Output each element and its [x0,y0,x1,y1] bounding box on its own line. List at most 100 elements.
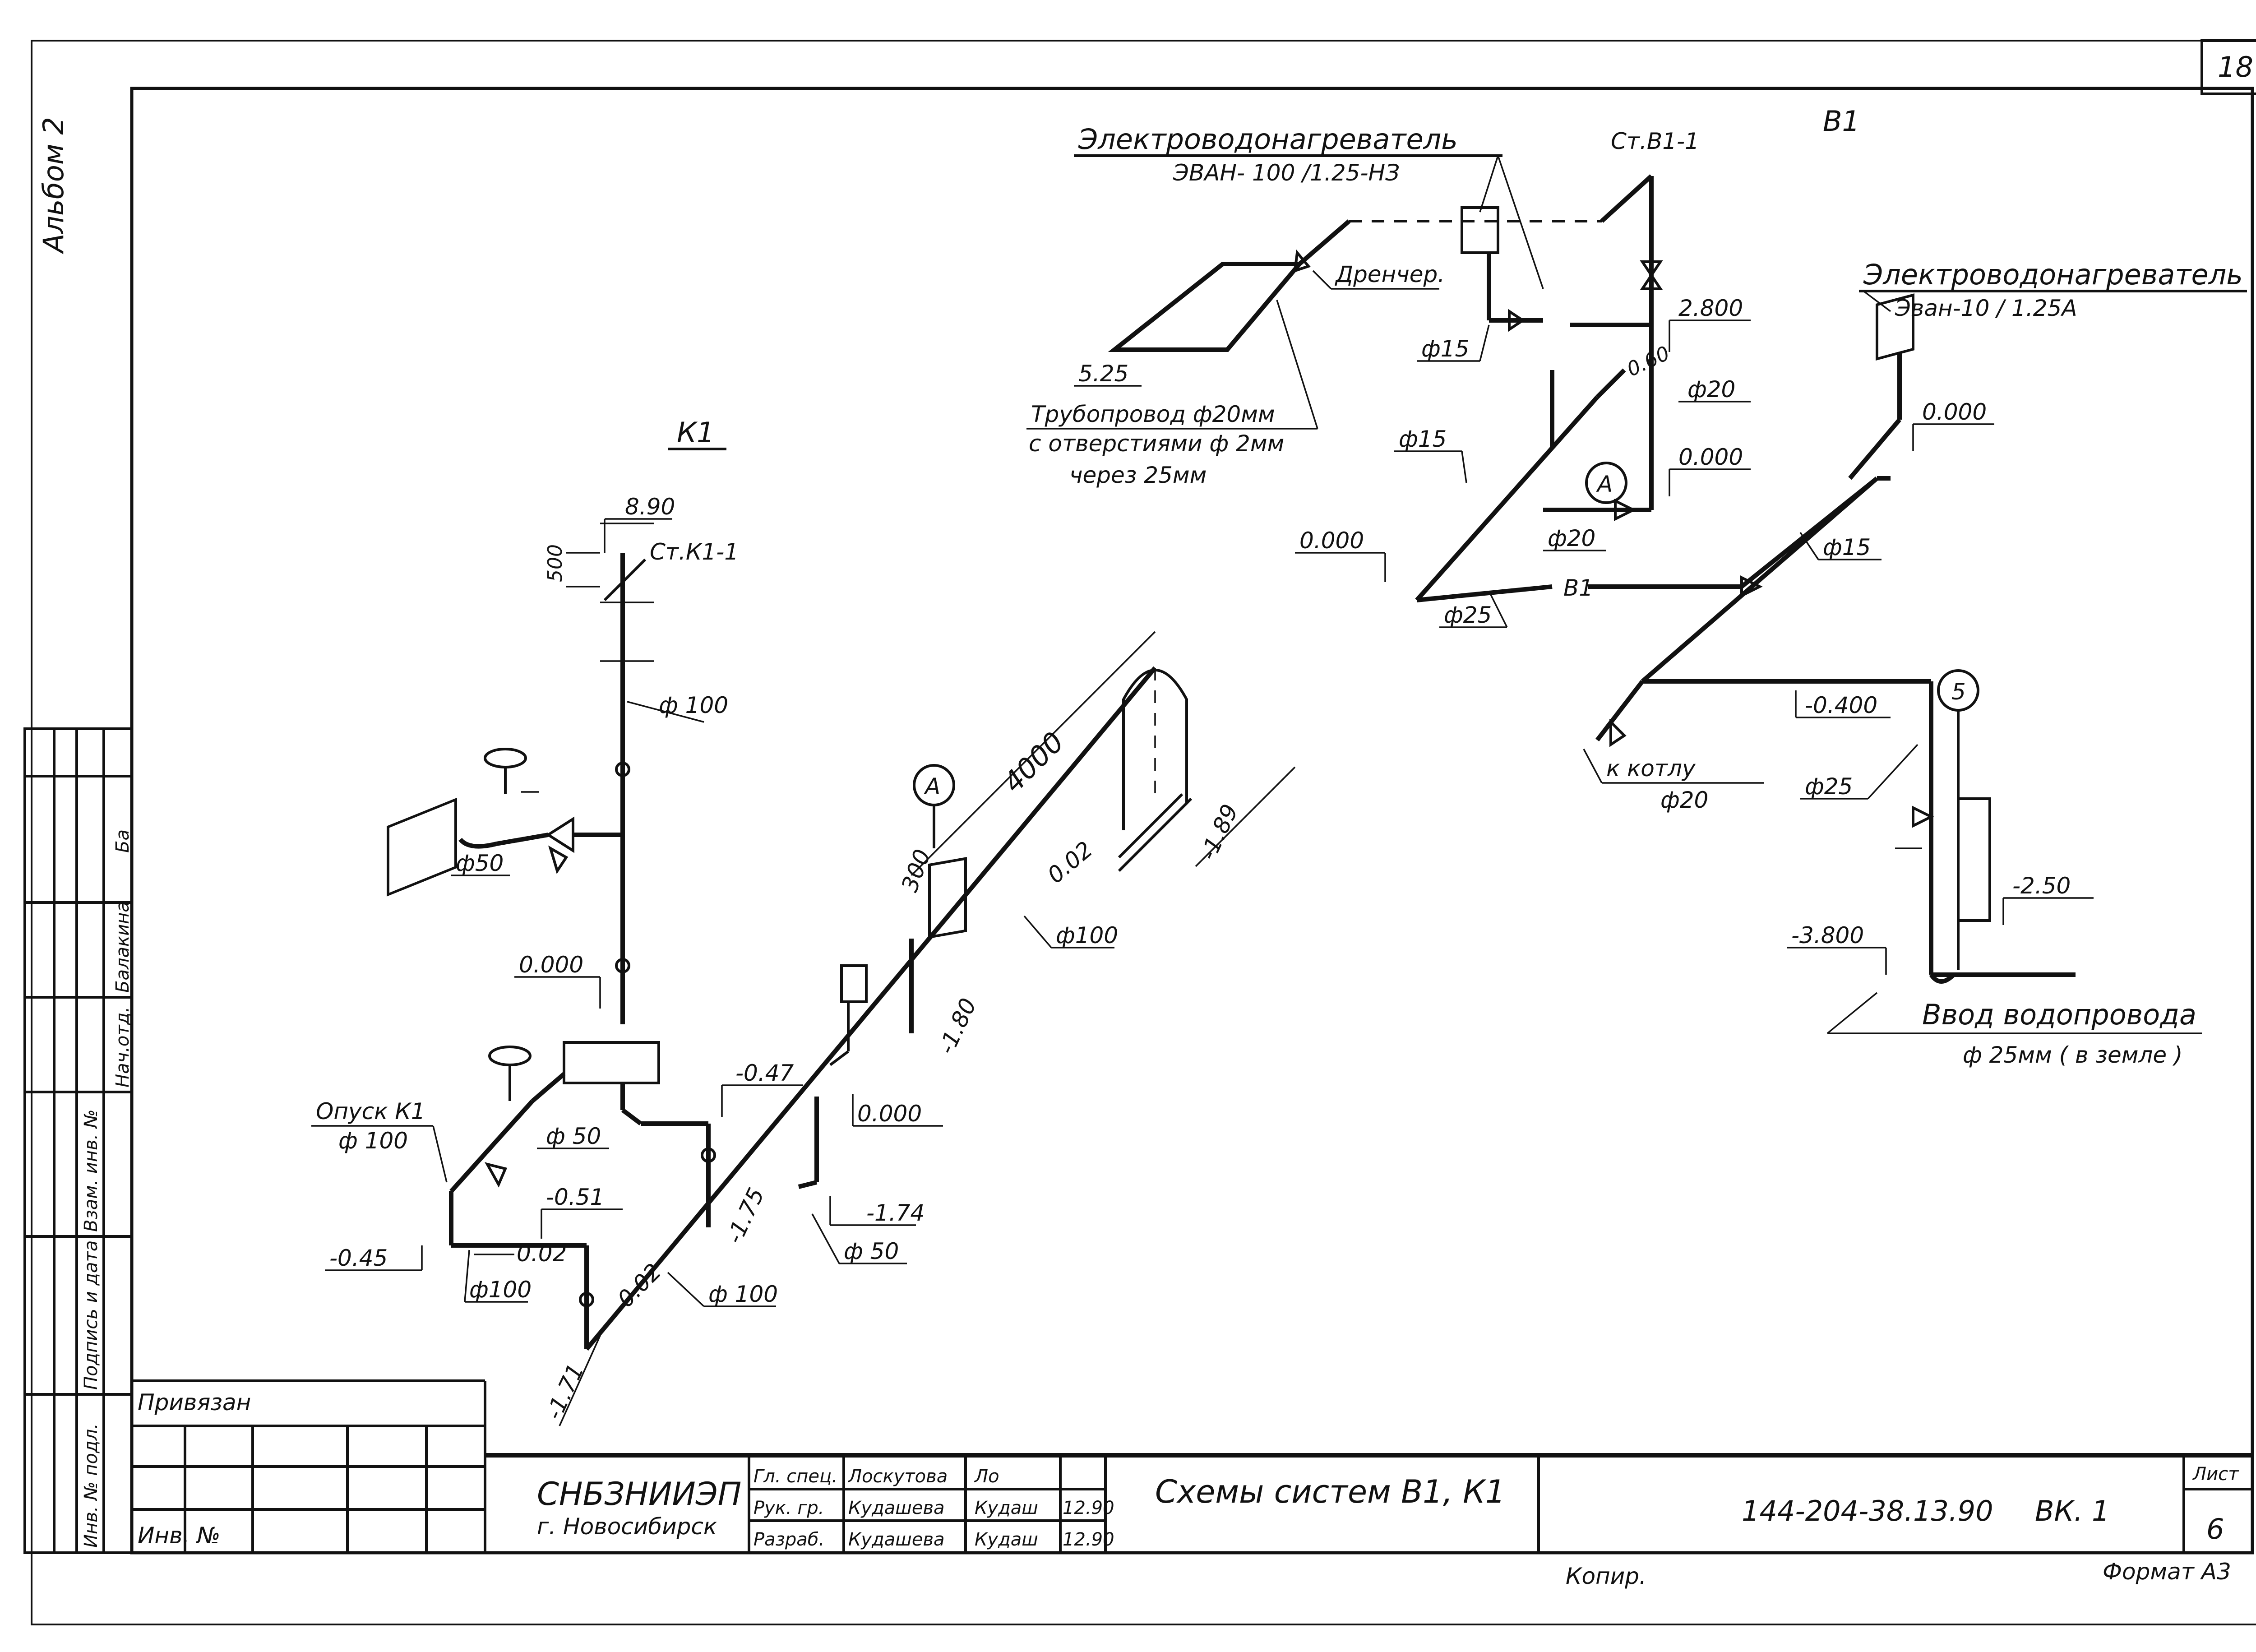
v1-pipe-note-2: с отверстиями ф 2мм [1029,430,1284,457]
v1-elev-2800: 2.800 [1678,295,1743,321]
v1-riser-label: Ст.В1-1 [1611,128,1699,154]
k1-elev-045: -0.45 [329,1245,388,1271]
v1-elev-0000-a: 0.000 [1678,444,1743,470]
v1-heater2-title: Электроводонагреватель [1863,258,2243,291]
k1-elev-180: -1.80 [933,994,981,1058]
album-label: Альбом 2 [37,117,70,255]
tb-role-1: Рук. гр. [754,1498,824,1518]
k1-d100-b: ф 100 [708,1281,778,1307]
v1-to-boiler-d: ф20 [1660,787,1708,813]
tb-sheet-no: 6 [2206,1513,2224,1546]
tb-sign-1: Кудаш [975,1498,1038,1518]
v1-d20-b: ф20 [1548,525,1595,551]
v1-to-boiler: к котлу [1606,755,1696,782]
page-number-box [2201,39,2256,95]
side-stamp-row-3: Нач.отд. [112,1007,133,1087]
tb-org: СНБЗНИИЭП [537,1476,741,1513]
outer-border [31,40,2256,1625]
format-label: Формат А3 [2103,1559,2231,1585]
k1-elev-051: -0.51 [546,1184,604,1210]
page-number: 18 [2218,51,2253,83]
v1-drencher: Дренчер. [1335,261,1445,287]
k1-d100-a: ф100 [469,1277,532,1303]
k1-elev-0000-a: 0.000 [519,952,583,978]
k1-dim-500: 500 [544,544,567,582]
v1-heater2-model: Эван-10 / 1.25А [1895,295,2077,321]
v1-pipe-note-3: через 25мм [1069,462,1207,488]
k1-title: К1 [677,416,714,449]
tb-inv: Инв. № [138,1522,220,1549]
k1-elev-189: -1.89 [1195,800,1243,864]
v1-heater1-box [1461,206,1499,254]
system-v1: В1 Ст.В1-1 Электроводонагреватель ЭВАН- … [1026,105,2247,1068]
k1-slope-002-a: 0.02 [517,1240,567,1267]
k1-d50-c: ф 50 [844,1238,899,1264]
side-stamp-row-4: Балакина [112,901,133,993]
v1-elev-0000-b: 0.000 [1299,528,1364,554]
k1-dim-4000: 4000 [997,725,1070,799]
tb-name-1: Кудашева [848,1498,945,1518]
k1-elev-0000-b: 0.000 [857,1101,922,1127]
k1-slope-002-c: 0.02 [1042,836,1098,888]
side-stamp-row-0: Инв. № подл. [81,1423,102,1548]
v1-d25-b: ф25 [1805,773,1853,800]
v1-pipe-note-1: Трубопровод ф20мм [1031,401,1275,427]
tb-mark: ВК. 1 [2035,1495,2109,1527]
tb-name-0: Лоскутова [847,1466,948,1487]
v1-heater1-title: Электроводонагреватель [1078,123,1458,156]
title-block: Привязан Инв. № СНБЗНИИЭП г. Новосибирск… [132,1379,2252,1589]
tb-date-2: 12.90 [1063,1529,1114,1550]
k1-node-a: А [924,773,940,800]
v1-elev-0400: -0.400 [1805,692,1877,718]
k1-elev-890: 8.90 [625,494,675,520]
v1-node-a: А [1596,471,1613,497]
v1-heater2-box [1876,293,1914,361]
side-stamp-row-1: Подпись и дата [81,1240,102,1390]
v1-heater1-model: ЭВАН- 100 /1.25-НЗ [1173,160,1400,186]
k1-receiver [563,1041,660,1084]
k1-d100-riser: ф 100 [659,692,728,718]
v1-inlet-title: Ввод водопровода [1922,998,2196,1031]
v1-drencher-ring [1108,262,1304,352]
k1-riser-label: Ст.К1-1 [650,539,739,565]
side-stamp: Инв. № подл. Подпись и дата Взам. инв. №… [23,727,133,1554]
v1-title: В1 [1823,105,1860,138]
v1-d15-b: ф15 [1399,426,1447,452]
tb-role-2: Разраб. [754,1529,824,1550]
v1-elev-0000-c: 0.000 [1922,399,1987,425]
tb-city: г. Новосибирск [537,1513,717,1540]
k1-d100-c: ф100 [1056,922,1118,949]
v1-d20-a: ф20 [1687,376,1735,403]
tb-sign-0: Ло [974,1466,999,1487]
tb-role-0: Гл. спец. [754,1466,837,1487]
tb-name-2: Кудашева [848,1529,945,1550]
v1-elev-250: -2.50 [2012,873,2071,899]
k1-opusk-title: Опуск К1 [316,1098,425,1124]
v1-node-5: 5 [1951,679,1966,705]
v1-main-diagonal [1415,395,1599,602]
tb-sheet-label: Лист [2192,1464,2239,1485]
tb-code: 144-204-38.13.90 [1742,1495,1993,1527]
tb-sign-2: Кудаш [975,1529,1038,1550]
k1-opusk-d: ф 100 [338,1128,408,1154]
tb-drawing-title: Схемы систем В1, К1 [1155,1473,1505,1510]
v1-inlet-note: ф 25мм ( в земле ) [1963,1042,2183,1068]
k1-main-collector [585,666,1157,1351]
v1-d15-a: ф15 [1421,336,1469,362]
k1-elev-174: -1.74 [866,1200,925,1226]
v1-elev-3800: -3.800 [1791,922,1864,949]
v1-d15-c: ф15 [1823,534,1871,560]
v1-d25-a: ф25 [1444,602,1492,628]
side-stamp-signature: Ба [112,829,133,853]
k1-d50-b: ф 50 [546,1123,601,1149]
v1-elev-525: 5.25 [1078,361,1128,387]
side-stamp-row-2: Взам. инв. № [81,1109,102,1232]
k1-elev-175: -1.75 [721,1184,769,1248]
copy-label: Копир. [1566,1563,1646,1589]
tb-bound: Привязан [138,1389,251,1416]
k1-d50-a: ф50 [456,850,504,876]
tb-date-1: 12.90 [1063,1498,1114,1518]
v1-elev-060: 0.60 [1623,342,1673,381]
v1-pipe-v1: В1 [1563,575,1593,601]
